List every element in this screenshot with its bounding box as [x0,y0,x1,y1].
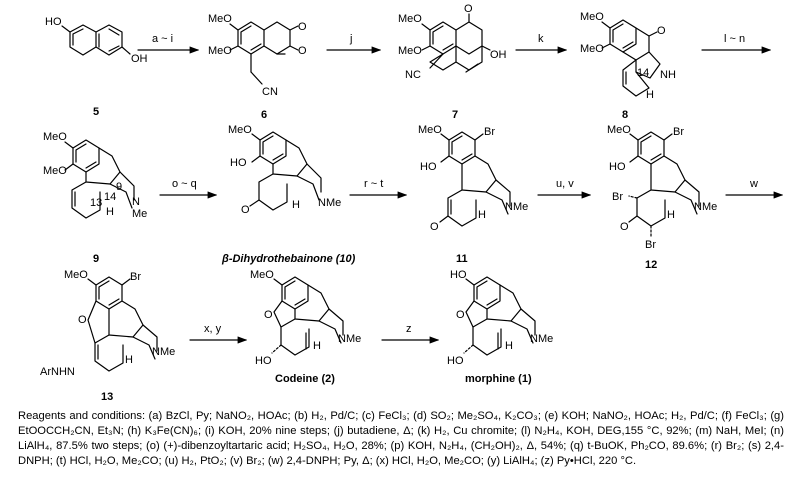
atom-label: NMe [152,346,175,358]
arrow-label-oq: o ~ q [172,178,197,190]
atom-label: NC [405,69,421,81]
atom-label: MeO [208,13,232,25]
atom-label: H [106,206,114,218]
compound-label-9: 9 [93,253,99,265]
atom-label: MeO [43,131,67,143]
compound-12: MeO Br HO Br O H NMe Br 12 [607,124,717,271]
svg-text:O: O [430,221,439,233]
atom-label: H [125,354,133,366]
atom-label: MeO [398,13,422,25]
svg-text:O: O [264,309,273,321]
compound-label-morphine: morphine (1) [465,373,532,385]
atom-label: HO [45,16,62,28]
atom-label: HO [450,269,467,281]
atom-label: Br [612,191,623,203]
svg-text:O: O [657,25,666,37]
svg-text:O: O [78,314,87,326]
compound-label-5: 5 [93,106,99,118]
atom-label: NMe [338,333,361,345]
atom-label: MeO [607,124,631,136]
atom-label: 14 [637,67,649,79]
atom-label: HO [609,161,626,173]
compound-10: MeO HO O H NMe β-Dihydrothebainone (10) [221,124,356,265]
arrow-label-j: j [349,33,352,45]
atom-label: Br [484,126,495,138]
atom-label: H [505,340,513,352]
atom-label: H [646,89,654,101]
compound-label-8: 8 [622,109,628,121]
atom-label: HO [447,355,464,367]
compound-label-12: 12 [645,259,657,271]
svg-text:O: O [241,204,250,216]
arrow-label-xy: x, y [204,323,222,335]
compound-13: MeO Br O ArNHN H NMe 13 [40,269,175,403]
compound-7: MeO MeO NC O OH 7 [398,3,507,121]
compound-11: MeO Br HO O H NMe 11 [418,124,528,265]
compound-5: HO OH 5 [45,16,148,118]
compound-codeine: MeO O HO H NMe Codeine (2) [250,269,361,385]
arrow-label-w: w [749,178,758,190]
svg-text:O: O [298,45,307,57]
arrow-label-rt: r ~ t [364,178,383,190]
atom-label: MeO [228,124,252,136]
atom-label: Me [132,208,147,220]
atom-label: HO [255,355,272,367]
atom-label: HO [230,157,247,169]
reaction-scheme: HO OH 5 a ~ i MeO MeO O O CN 6 j [40,3,784,403]
arrow-label-k: k [538,33,544,45]
atom-label: 9 [116,181,122,193]
atom-label: Br [645,239,656,251]
atom-label: MeO [398,45,422,57]
atom-label: H [667,209,675,221]
atom-label: MeO [43,165,67,177]
arrow-label-ln: l ~ n [724,33,745,45]
compound-label-codeine: Codeine (2) [275,373,335,385]
compound-9: MeO MeO 13 14 9 H N Me 9 [43,131,147,265]
atom-label: NMe [694,201,717,213]
atom-label: NMe [505,201,528,213]
atom-label: NH [660,69,676,81]
compound-morphine: HO O HO H NMe morphine (1) [447,269,553,385]
compound-8: MeO MeO O 14 NH H 8 [580,11,676,121]
arrow-label-ai: a ~ i [152,33,173,45]
atom-label: N [132,196,140,208]
atom-label: NMe [530,333,553,345]
atom-label: H [292,199,300,211]
atom-label: MeO [580,11,604,23]
atom-label: CN [262,86,278,98]
atom-label: MeO [208,45,232,57]
atom-label: OH [490,49,507,61]
atom-label: ArNHN [40,366,75,378]
atom-label: MeO [418,124,442,136]
svg-text:O: O [464,3,473,15]
atom-label: 13 [90,197,102,209]
atom-label: Br [673,126,684,138]
svg-text:O: O [620,221,629,233]
atom-label: MeO [580,43,604,55]
reagents-caption: Reagents and conditions: (a) BzCl, Py; N… [18,410,784,467]
compound-label-13: 13 [101,391,113,403]
compound-label-10: β-Dihydrothebainone (10) [221,253,356,265]
atom-label: HO [420,161,437,173]
atom-label: MeO [64,269,88,281]
compound-label-7: 7 [452,109,458,121]
atom-label: H [313,340,321,352]
compound-label-11: 11 [456,253,468,265]
svg-text:O: O [456,309,465,321]
atom-label: H [478,209,486,221]
compound-6: MeO MeO O O CN 6 [208,13,307,121]
atom-label: MeO [250,269,274,281]
svg-text:O: O [298,21,307,33]
arrow-label-z: z [406,323,412,335]
compound-label-6: 6 [261,109,267,121]
atom-label: OH [131,53,148,65]
atom-label: NMe [318,197,341,209]
arrow-label-uv: u, v [556,178,574,190]
atom-label: Br [130,271,141,283]
atom-label: 14 [104,191,116,203]
